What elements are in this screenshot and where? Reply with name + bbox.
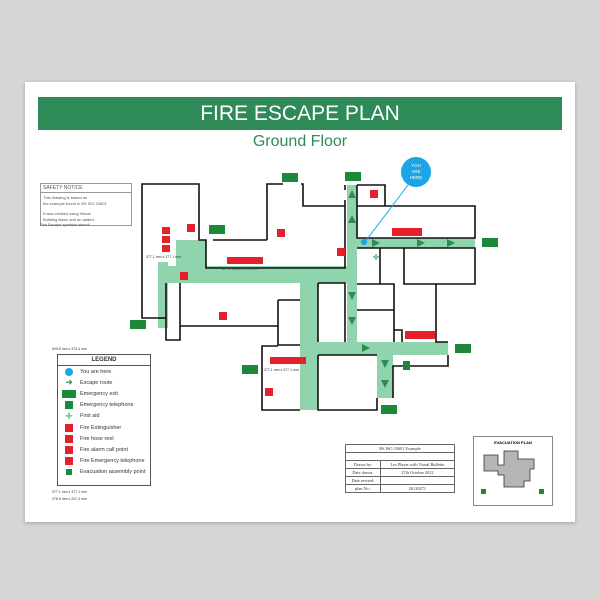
fire-extinguisher-sign xyxy=(187,224,195,232)
safety-notice-line: This drawing is based on xyxy=(43,195,88,200)
safety-notice-extra: Fire Escape symbols stencil xyxy=(40,222,90,227)
evacuation-plan-overview: EVACUATION PLAN xyxy=(473,436,553,506)
fire-extinguisher-sign xyxy=(219,312,227,320)
fire-equipment-group xyxy=(392,228,422,236)
building-outline xyxy=(481,450,544,494)
legend-item: Fire hose reel xyxy=(58,433,150,444)
page-title: FIRE ESCAPE PLAN xyxy=(38,97,562,130)
legend-item: You are here xyxy=(58,366,150,377)
escape-route-arrow-icon: ➜ xyxy=(65,377,73,388)
fire-alarm-call-point-sign xyxy=(162,227,170,234)
assembly-point-icon xyxy=(66,469,72,476)
safety-notice-line: Building Basic and an added xyxy=(43,217,94,222)
you-are-here-icon xyxy=(65,367,73,376)
legend-item: Emergency telephone xyxy=(58,400,150,411)
emergency-exit-sign xyxy=(455,344,471,353)
emergency-exit-sign xyxy=(345,172,361,181)
route-arrows xyxy=(348,190,455,388)
fire-emergency-telephone-sign xyxy=(162,245,170,252)
fire-emergency-telephone-icon xyxy=(65,457,73,466)
fire-extinguisher-sign xyxy=(277,229,285,237)
floor-subtitle: Ground Floor xyxy=(252,133,348,150)
assembly-point-icon xyxy=(539,489,544,494)
legend-item: ✚First aid xyxy=(58,411,150,422)
fire-extinguisher-sign xyxy=(265,388,273,396)
you-are-here-dot xyxy=(361,239,367,245)
emergency-exit-sign xyxy=(282,173,298,182)
emergency-telephone-sign xyxy=(403,361,410,370)
fire-equipment-signs xyxy=(162,190,435,396)
fire-hose-reel-icon xyxy=(65,434,73,443)
safety-notice-line: the example found in BS ISO 23601 xyxy=(43,201,107,206)
legend-item: ➜Escape route xyxy=(58,377,150,388)
escape-routes xyxy=(158,185,475,410)
plan-sheet: FIRE ESCAPE PLAN Ground Floor SAFETY NOT… xyxy=(25,82,575,522)
floor-plan: YOU ARE HERE 377.1 mm x 377.1 mm 377.1 m… xyxy=(52,157,498,501)
emergency-exit-sign xyxy=(209,225,225,234)
title-block: BS ISO 23601 Example Drawn by:Les Player… xyxy=(345,444,456,493)
emergency-exit-sign xyxy=(242,365,258,374)
fire-hose-reel-sign xyxy=(162,236,170,243)
legend-item: Emergency exit xyxy=(58,388,150,399)
emergency-exit-icon xyxy=(62,389,76,398)
emergency-telephone-icon xyxy=(65,401,73,410)
legend-item: Fire Emergency telephone xyxy=(58,456,150,467)
first-aid-icon: ✚ xyxy=(65,410,73,421)
legend-item: Evacuation assembly point xyxy=(58,467,150,478)
fire-alarm-call-point-icon xyxy=(65,445,73,454)
emergency-exit-signs xyxy=(130,172,498,414)
dimension-label: 278.8 mm x 207.3 mm xyxy=(52,497,87,501)
dimension-label: 377.1 mm x 377.1 mm xyxy=(52,490,87,494)
you-are-here-bubble xyxy=(401,157,431,187)
you-are-here-pointer xyxy=(364,184,409,243)
dimension-label: 609.6 mm x 373.4 mm xyxy=(52,347,87,351)
legend-item: Fire alarm call point xyxy=(58,444,150,455)
fire-extinguisher-icon xyxy=(65,423,73,432)
you-are-here-text: HERE xyxy=(410,175,423,180)
dimension-label: 377.1 mm x 377.1 mm xyxy=(264,368,299,372)
legend-heading: LEGEND xyxy=(58,355,150,366)
dimension-label: 377.1 mm x 377.1 mm xyxy=(222,267,257,271)
safety-notice: SAFETY NOTICE This drawing is based on t… xyxy=(40,183,132,226)
fire-extinguisher-sign xyxy=(337,248,345,256)
legend-item: Fire Extinguisher xyxy=(58,422,150,433)
safety-notice-heading: SAFETY NOTICE xyxy=(41,184,131,193)
evacuation-plan-heading: EVACUATION PLAN xyxy=(494,440,532,445)
walls xyxy=(141,183,476,411)
emergency-exit-sign xyxy=(130,320,146,329)
first-aid-icon xyxy=(373,254,379,260)
fire-equipment-group xyxy=(227,257,263,264)
fire-equipment-group xyxy=(405,331,435,339)
fire-extinguisher-sign xyxy=(180,272,188,280)
you-are-here-text: ARE xyxy=(411,169,420,174)
emergency-exit-sign xyxy=(482,238,498,247)
emergency-exit-sign xyxy=(381,405,397,414)
title-block-heading: BS ISO 23601 Example xyxy=(345,444,455,453)
fire-equipment-group xyxy=(270,357,306,364)
you-are-here-text: YOU xyxy=(411,163,421,168)
dimension-label: 377.1 mm x 377.1 mm xyxy=(146,255,181,259)
assembly-point-icon xyxy=(481,489,486,494)
safety-notice-line: It was created using Visual xyxy=(43,211,91,216)
legend: LEGEND You are here ➜Escape route Emerge… xyxy=(57,354,151,486)
fire-extinguisher-sign xyxy=(370,190,378,198)
